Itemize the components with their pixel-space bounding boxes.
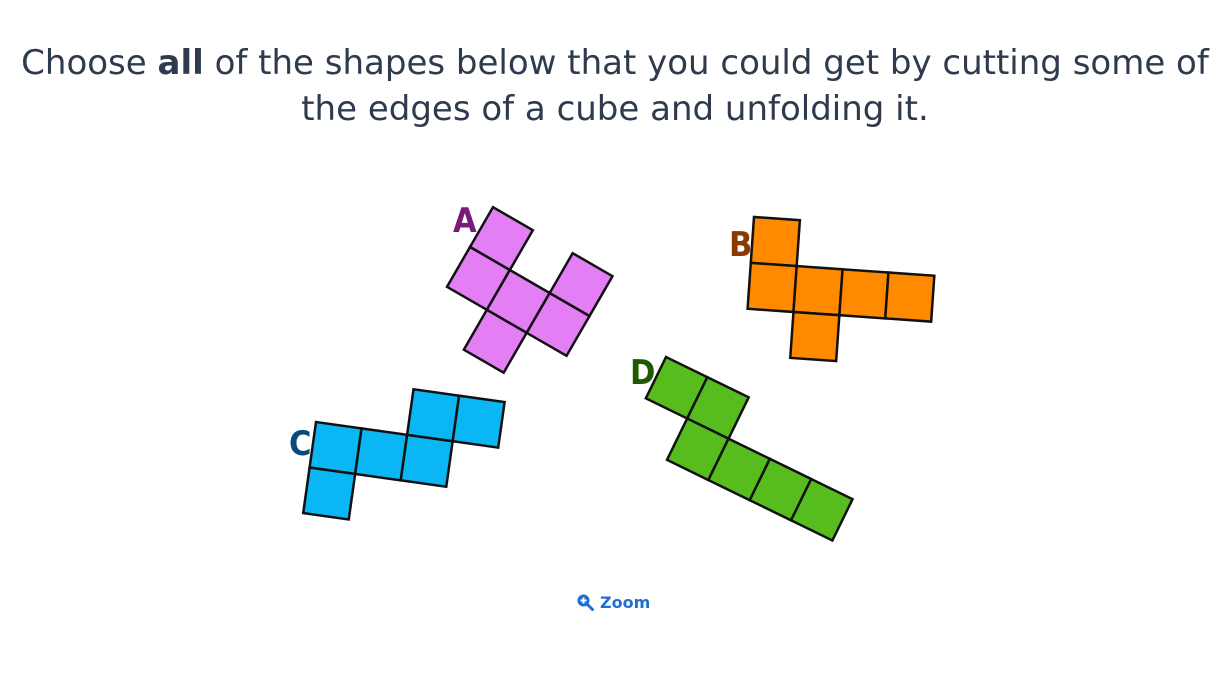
net-c-square [399,433,455,489]
net-a[interactable] [424,205,615,396]
net-b[interactable] [744,215,937,367]
net-d[interactable] [626,355,873,543]
question-part-2: of the shapes below that you could get b… [203,43,1209,83]
net-b-square [746,261,799,314]
net-c-square [451,394,507,450]
question-emphasis: all [157,43,204,83]
net-c-square [353,426,409,482]
question-text: Choose all of the shapes below that you … [0,40,1230,132]
net-b-square [792,264,844,317]
net-b-square [749,215,802,268]
question-line-1: Choose all of the shapes below that you … [0,40,1230,86]
net-b-square [883,271,936,323]
net-b-label: B [729,225,752,265]
net-c-square [405,387,461,443]
question-part-1: Choose [21,43,158,83]
zoom-in-icon [577,594,594,611]
net-c-label: C [289,424,311,464]
net-a-label: A [453,201,477,241]
net-a-square [462,308,529,375]
net-d-square [789,477,855,543]
net-b-square [788,310,841,363]
net-a-square [547,251,615,318]
net-d-label: D [630,353,655,393]
net-c[interactable] [301,376,507,538]
net-c-square [308,420,363,476]
net-c-square [301,466,357,521]
zoom-button[interactable]: Zoom [576,588,650,616]
zoom-label: Zoom [600,592,651,612]
question-line-2: the edges of a cube and unfolding it. [301,89,929,129]
net-b-square [838,267,890,320]
